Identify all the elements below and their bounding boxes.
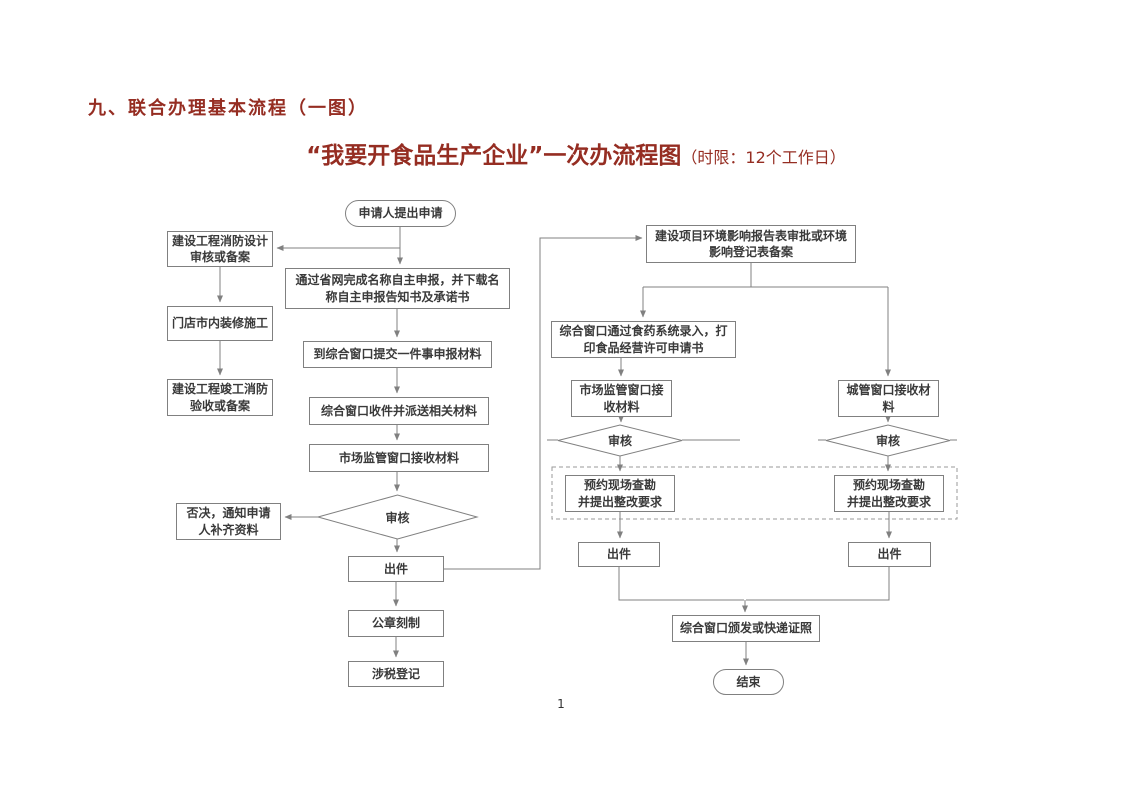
- page-number: 1: [557, 697, 565, 711]
- review-center-diamond-shape: [316, 494, 479, 540]
- node-submit-materials: 到综合窗口提交一件事申报材料: [303, 341, 492, 368]
- node-issue-center: 出件: [348, 556, 444, 582]
- section-heading: 九、联合办理基本流程（一图）: [88, 98, 368, 119]
- node-window-receive-dispatch: 综合窗口收件并派送相关材料: [309, 397, 489, 425]
- site-survey-dashed-group: [551, 466, 958, 520]
- flowchart-title: “我要开食品生产企业”一次办流程图（时限：12个工作日）: [30, 136, 1122, 170]
- flowchart-title-main: “我要开食品生产企业”一次办流程图: [306, 143, 682, 169]
- node-end: 结束: [713, 669, 784, 695]
- node-issue-mid: 出件: [578, 542, 660, 567]
- node-store-decoration: 门店市内装修施工: [167, 306, 273, 341]
- node-food-system-entry: 综合窗口通过食药系统录入，打 印食品经营许可申请书: [551, 321, 736, 358]
- node-fire-acceptance: 建设工程竣工消防 验收或备案: [167, 379, 273, 416]
- node-tax-registration: 涉税登记: [348, 661, 444, 687]
- review-mid-diamond-shape: [557, 424, 683, 457]
- node-start: 申请人提出申请: [345, 200, 456, 227]
- node-fire-design-review: 建设工程消防设计 审核或备案: [167, 231, 273, 267]
- node-review-center: 审核: [385, 510, 410, 525]
- node-site-survey-mid: 预约现场查勘 并提出整改要求: [565, 475, 675, 512]
- node-seal-carving: 公章刻制: [348, 610, 444, 637]
- review-right-diamond-shape: [825, 424, 951, 457]
- node-market-window-receive-2: 市场监管窗口接 收材料: [571, 380, 672, 417]
- node-market-window-receive: 市场监管窗口接收材料: [309, 444, 489, 472]
- node-urban-window-receive: 城管窗口接收材 料: [838, 380, 939, 417]
- node-review-right: 审核: [875, 434, 900, 448]
- flowchart-title-suffix: （时限：12个工作日）: [681, 148, 846, 167]
- node-site-survey-right: 预约现场查勘 并提出整改要求: [834, 475, 944, 512]
- node-review-mid: 审核: [607, 434, 632, 448]
- node-reject-notice: 否决，通知申请 人补齐资料: [176, 503, 281, 540]
- node-issue-right: 出件: [848, 542, 931, 567]
- node-env-impact-report: 建设项目环境影响报告表审批或环境 影响登记表备案: [646, 225, 856, 263]
- node-name-self-declare: 通过省网完成名称自主申报，并下载名 称自主申报告知书及承诺书: [285, 268, 510, 309]
- node-license-delivery: 综合窗口颁发或快递证照: [672, 615, 820, 642]
